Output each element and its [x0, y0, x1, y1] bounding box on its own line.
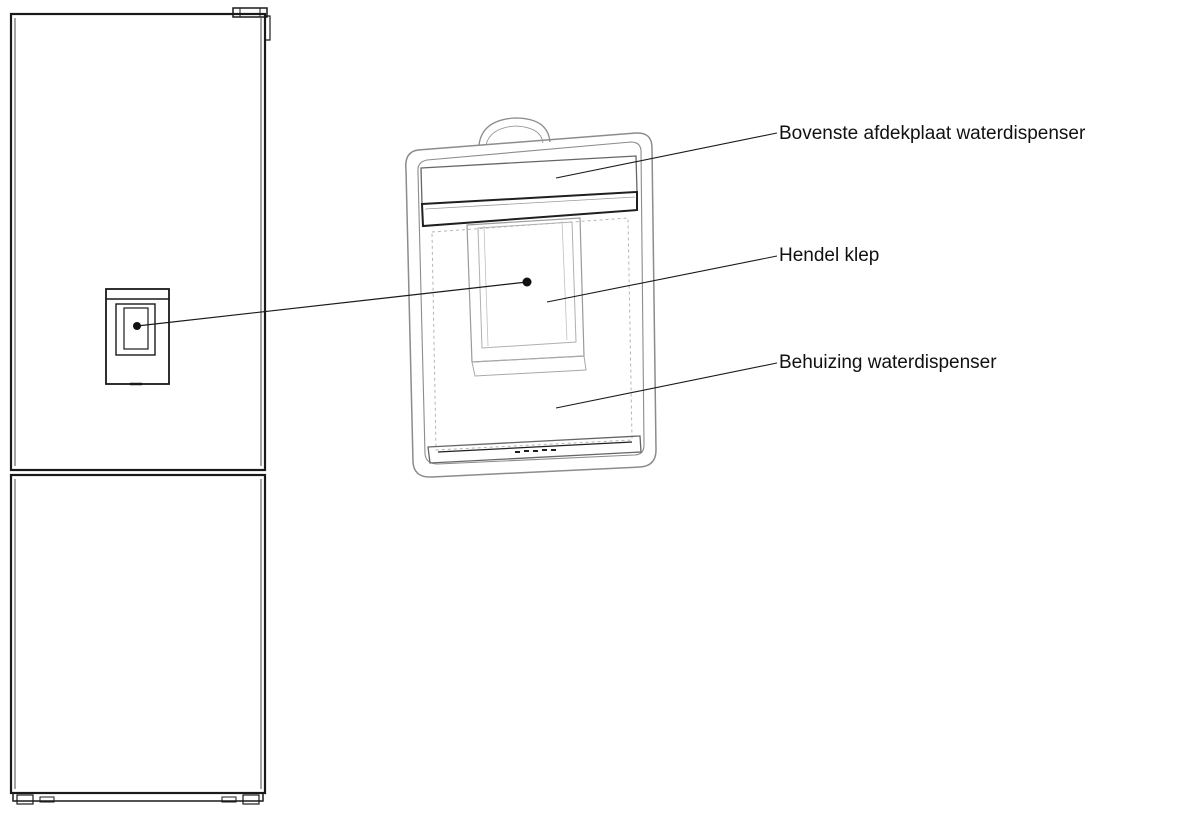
fridge-base	[12, 792, 264, 802]
connector-dot-small	[133, 322, 141, 330]
leader-housing	[555, 362, 778, 409]
label-dispenser-housing: Behuizing waterdispenser	[779, 352, 997, 373]
lever-handle	[466, 217, 587, 377]
leader-top-cover	[555, 132, 778, 179]
label-top-cover-plate: Bovenste afdekplaat waterdispenser	[779, 123, 1086, 144]
dispenser-top-knob	[478, 117, 551, 146]
connector-dot-large	[522, 277, 532, 287]
refrigerator	[9, 7, 271, 805]
dispenser-housing-outline	[405, 132, 657, 478]
label-lever-handle: Hendel klep	[779, 245, 880, 266]
leader-handle	[546, 255, 778, 303]
top-cover-plate	[420, 155, 638, 228]
bottom-grille	[427, 435, 642, 464]
dispenser-detail	[405, 117, 657, 478]
top-hinge	[232, 7, 268, 18]
connector	[133, 277, 532, 330]
leader-lines	[546, 132, 778, 409]
lower-door	[9, 473, 267, 795]
fridge-dispenser	[105, 288, 170, 386]
upper-door	[9, 12, 267, 472]
